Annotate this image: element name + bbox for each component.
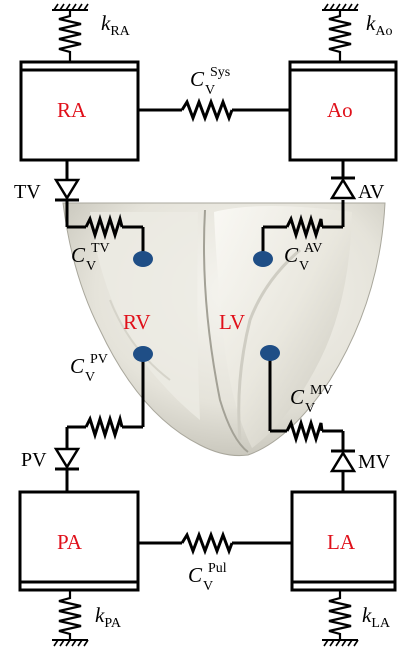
c-tv-label: C TV V — [71, 241, 110, 274]
svg-text:C: C — [70, 354, 85, 378]
springs — [52, 3, 359, 647]
svg-text:V: V — [205, 83, 215, 98]
wires — [65, 108, 345, 545]
k-pa-label: kPA — [95, 603, 122, 631]
compartment-boxes — [18, 60, 398, 592]
compliance-elements — [84, 97, 324, 556]
node-mv — [260, 345, 280, 361]
c-mv-label: C MV V — [290, 383, 333, 416]
compliance-labels: C Sys V C Pul V C TV V C AV V C PV V C M… — [70, 65, 333, 594]
k-ra-label: kRA — [101, 11, 131, 39]
chamber-labels: RA Ao PA LA RV LV — [57, 98, 356, 554]
lv-label: LV — [219, 310, 245, 334]
svg-text:C: C — [190, 67, 205, 91]
av-label: AV — [358, 181, 385, 203]
ao-box — [288, 60, 398, 162]
valve-labels: TV AV PV MV — [14, 181, 391, 473]
compliance-pv-zigzag — [84, 413, 124, 441]
svg-text:AV: AV — [304, 241, 322, 256]
compliance-av-zigzag — [285, 213, 324, 241]
pv-valve-icon — [53, 447, 81, 471]
svg-text:C: C — [290, 385, 305, 409]
svg-text:V: V — [203, 579, 213, 594]
ra-box — [19, 60, 140, 162]
svg-text:C: C — [188, 563, 203, 587]
coupling-nodes — [133, 251, 280, 362]
svg-text:Pul: Pul — [208, 561, 227, 576]
mv-label: MV — [358, 451, 391, 473]
svg-text:MV: MV — [310, 383, 333, 398]
c-pv-label: C PV V — [70, 352, 108, 385]
svg-text:V: V — [305, 401, 315, 416]
ra-label: RA — [57, 98, 87, 122]
svg-text:C: C — [284, 243, 299, 267]
pv-label: PV — [21, 449, 47, 471]
node-av — [253, 251, 273, 267]
compliance-tv-zigzag — [84, 213, 124, 241]
ao-label: Ao — [327, 98, 353, 122]
c-sys-label: C Sys V — [190, 65, 230, 98]
tv-label: TV — [14, 181, 41, 203]
compliance-mv-zigzag — [285, 417, 324, 445]
rv-label: RV — [123, 310, 151, 334]
tv-valve-icon — [53, 178, 81, 202]
la-box — [290, 490, 397, 592]
compliance-pul-zigzag — [180, 530, 234, 556]
k-la-label: kLA — [362, 603, 391, 631]
c-pul-label: C Pul V — [188, 561, 227, 594]
svg-text:V: V — [86, 259, 96, 274]
ao-spring-icon — [322, 3, 359, 62]
valves — [53, 176, 357, 473]
svg-text:PV: PV — [90, 352, 108, 367]
svg-text:V: V — [299, 259, 309, 274]
la-spring-icon — [322, 590, 359, 647]
pa-spring-icon — [52, 590, 89, 647]
compliance-sys-zigzag — [180, 97, 234, 123]
node-tv — [133, 251, 153, 267]
svg-text:TV: TV — [91, 241, 110, 256]
svg-text:V: V — [85, 370, 95, 385]
k-ao-label: kAo — [366, 11, 392, 39]
node-pv — [133, 346, 153, 362]
c-av-label: C AV V — [284, 241, 322, 274]
mv-valve-icon — [329, 449, 357, 473]
la-label: LA — [327, 530, 356, 554]
stiffness-labels: kRA kAo kPA kLA — [95, 11, 392, 631]
svg-text:Sys: Sys — [210, 65, 230, 80]
av-valve-icon — [329, 176, 357, 200]
ra-spring-icon — [52, 3, 89, 62]
pa-label: PA — [57, 530, 83, 554]
pa-box — [18, 490, 140, 592]
svg-text:C: C — [71, 243, 86, 267]
